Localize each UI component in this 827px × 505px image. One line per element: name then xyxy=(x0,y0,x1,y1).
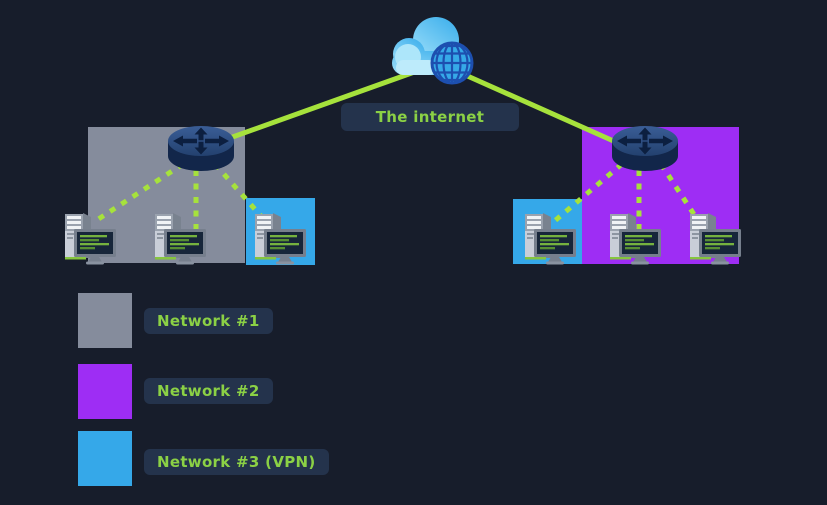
computer-icon-right-vpn xyxy=(525,213,576,265)
legend-label-network-2: Network #2 xyxy=(144,378,273,404)
lan-links-right xyxy=(549,162,702,232)
legend-swatch-network-1 xyxy=(78,293,132,348)
router-icon-right xyxy=(612,126,678,171)
internet-cloud-globe-icon xyxy=(392,17,474,85)
computer-icon-right-2 xyxy=(690,213,741,265)
lan-links-left xyxy=(95,161,270,232)
computer-icon-left-2 xyxy=(155,213,206,265)
globe-icon xyxy=(430,41,474,85)
computer-icon-left-1 xyxy=(65,213,116,265)
computer-icon-left-vpn xyxy=(255,213,306,265)
legend-swatch-network-2 xyxy=(78,364,132,419)
internet-label: The internet xyxy=(341,103,519,131)
internet-link-right xyxy=(443,63,629,150)
router-icon-left xyxy=(168,126,234,171)
internet-link-left xyxy=(212,67,421,147)
legend-label-network-1: Network #1 xyxy=(144,308,273,334)
computer-icon-right-1 xyxy=(610,213,661,265)
legend-label-network-3-vpn: Network #3 (VPN) xyxy=(144,449,329,475)
legend-swatch-network-3-vpn xyxy=(78,431,132,486)
